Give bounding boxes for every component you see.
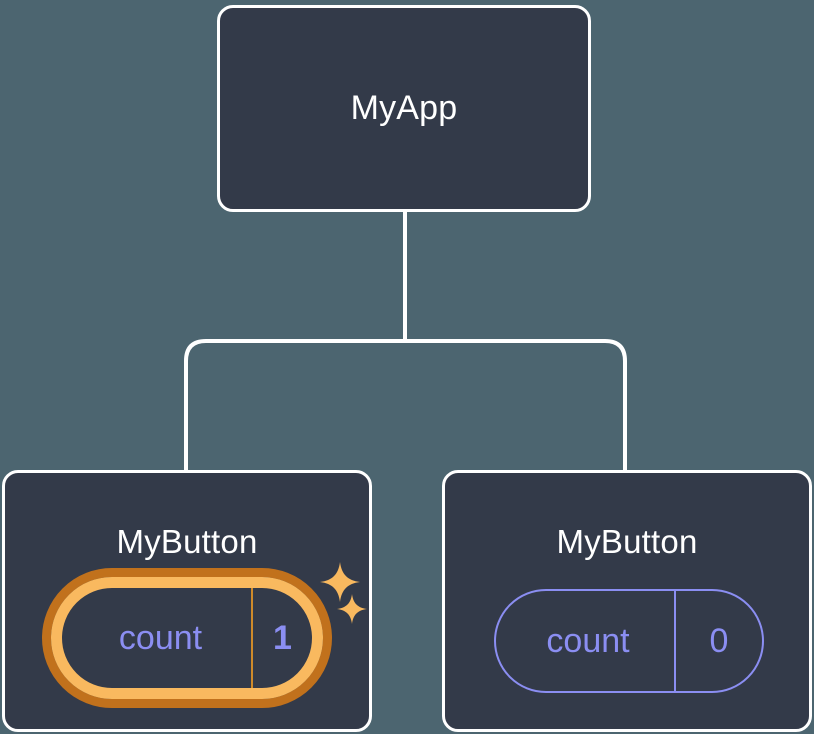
state-pill-value: 0 (674, 591, 762, 691)
sparkle-icon (320, 562, 360, 602)
component-node-title: MyButton (556, 523, 698, 560)
state-pill-inner-ring: count 1 (51, 577, 323, 699)
connector-branch-bus (184, 339, 627, 472)
sparkle-icon (337, 594, 367, 624)
component-node-title: MyApp (350, 89, 458, 127)
component-node-mybutton-right[interactable]: MyButton (442, 470, 812, 732)
state-pill-outer-ring (42, 568, 332, 708)
component-node-title: MyButton (116, 523, 258, 560)
state-pill-key: count (546, 621, 630, 660)
state-pill-outline: count 0 (494, 589, 764, 693)
state-pill-highlighted[interactable]: count 1 (42, 568, 332, 708)
state-pill-value: 1 (251, 588, 312, 688)
state-pill-plain[interactable]: count 0 (494, 589, 764, 693)
component-node-myapp[interactable]: MyApp (217, 5, 591, 212)
state-pill-key: count (118, 618, 203, 657)
